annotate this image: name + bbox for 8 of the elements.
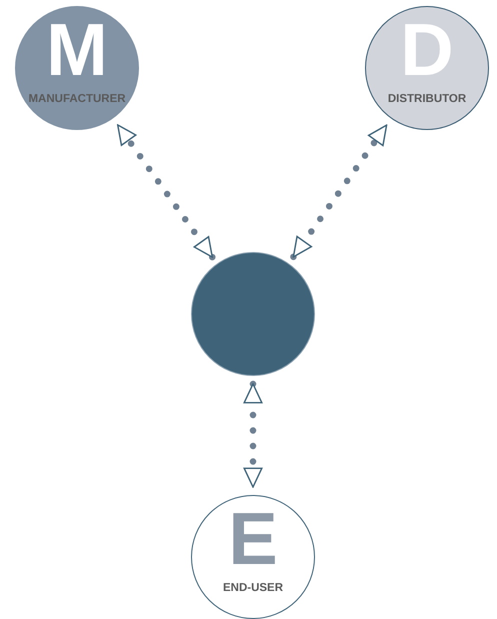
node-label: DISTRIBUTOR (388, 93, 466, 106)
node-label: END-USER (222, 582, 284, 595)
dotted-arrow (114, 122, 216, 260)
node-label: MANUFACTURER (28, 93, 126, 106)
dotted-arrow (243, 380, 263, 490)
initial-letter: M (46, 13, 108, 87)
dotted-arrow (290, 122, 390, 260)
initial-letter: E (228, 502, 278, 576)
